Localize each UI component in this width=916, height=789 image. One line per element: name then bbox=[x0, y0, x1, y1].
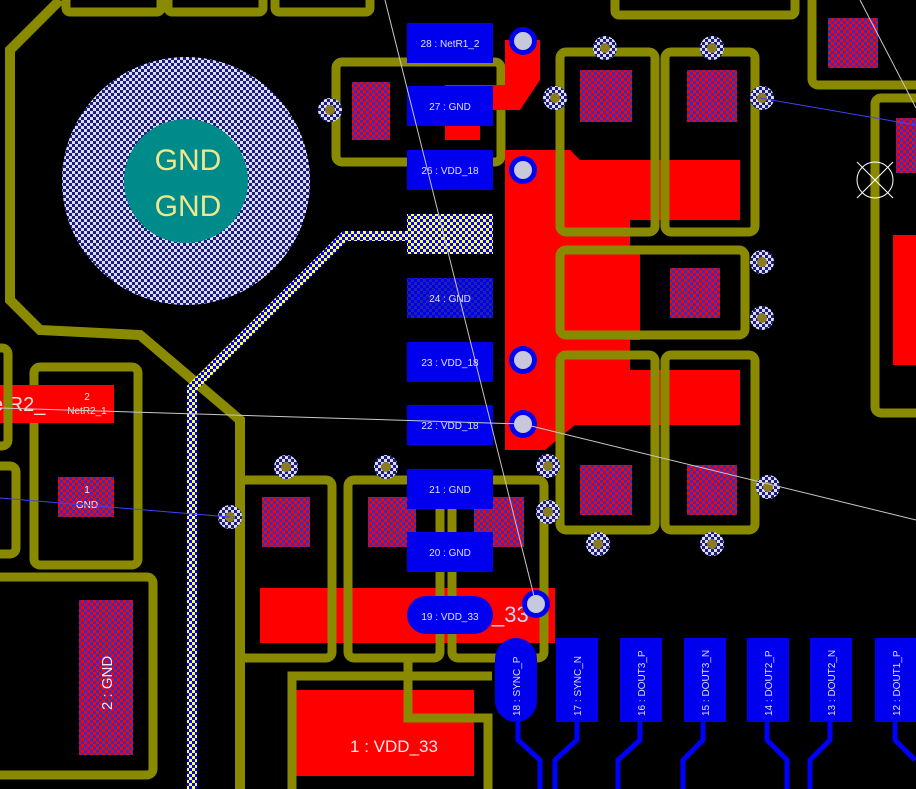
via-drill bbox=[707, 43, 717, 53]
capacitor-pad-label: 2 : GND bbox=[99, 656, 116, 710]
ic-pad-24[interactable] bbox=[407, 278, 493, 318]
ic-pad-25[interactable] bbox=[407, 214, 493, 254]
component-outline bbox=[61, 0, 166, 17]
resistor-pad2-number: 2 bbox=[84, 392, 90, 403]
resistor-outline[interactable] bbox=[29, 362, 143, 570]
ic-pad-17-label: 17 : SYNC_N bbox=[573, 656, 584, 716]
ic-pad-13-label: 13 : DOUT2_N bbox=[827, 650, 838, 716]
resistor-pad-2[interactable] bbox=[0, 385, 114, 423]
ic-pad-26-label: 26 : VDD_18 bbox=[421, 166, 479, 177]
via-drill bbox=[381, 462, 391, 472]
via-drill bbox=[514, 351, 532, 369]
big-pad-vdd33[interactable] bbox=[289, 690, 474, 776]
capacitor-pad[interactable] bbox=[352, 82, 390, 140]
mounting-hole-net-top: GND bbox=[155, 144, 222, 177]
diff-traces bbox=[515, 718, 916, 789]
resistor-pad2-net: NetR2_1 bbox=[67, 406, 107, 417]
via-drill bbox=[543, 461, 553, 471]
ic-pad-22-label: 22 : VDD_18 bbox=[421, 421, 479, 432]
ic-pad-27[interactable] bbox=[407, 86, 493, 126]
via-drill bbox=[593, 539, 603, 549]
via-drill bbox=[543, 507, 553, 517]
capacitor-pad[interactable] bbox=[687, 70, 737, 122]
capacitor-outline[interactable] bbox=[235, 475, 337, 663]
capacitor-pad[interactable] bbox=[580, 465, 632, 515]
ic-pad-14[interactable] bbox=[747, 638, 789, 722]
component-pad[interactable] bbox=[828, 18, 878, 68]
ic-pad-12-label: 12 : DOUT1_P bbox=[892, 650, 903, 716]
ic-pad-18[interactable] bbox=[495, 638, 537, 722]
component-outline bbox=[163, 0, 268, 17]
ic-pad-16[interactable] bbox=[620, 638, 662, 722]
via-drill bbox=[550, 93, 560, 103]
via-drill bbox=[757, 257, 767, 267]
capacitor-pad[interactable] bbox=[670, 268, 720, 318]
component-outline bbox=[0, 461, 21, 559]
ic-pad-17[interactable] bbox=[556, 638, 598, 722]
capacitor-outline[interactable] bbox=[0, 572, 158, 780]
via-drill bbox=[707, 539, 717, 549]
ic-pad-18-label: 18 : SYNC_P bbox=[512, 656, 523, 716]
via-drill bbox=[281, 462, 291, 472]
ic-pad-21-label: 21 : GND bbox=[429, 485, 471, 496]
capacitor-pad[interactable] bbox=[79, 600, 133, 755]
big-pad-label: 1 : VDD_33 bbox=[350, 737, 438, 756]
capacitor-outline[interactable] bbox=[660, 350, 760, 535]
ic-pad-14-label: 14 : DOUT2_P bbox=[764, 650, 775, 716]
component-outline bbox=[610, 0, 800, 20]
component-outline bbox=[0, 343, 13, 451]
ic-pad-12[interactable] bbox=[875, 638, 916, 722]
mounting-hole-drill[interactable] bbox=[124, 119, 248, 243]
capacitor-pad[interactable] bbox=[687, 465, 737, 515]
resistor-pad1-number: 1 bbox=[84, 485, 90, 496]
ic-pad-16-label: 16 : DOUT3_P bbox=[637, 650, 648, 716]
ic-pad-19-label: 19 : VDD_33 bbox=[421, 612, 479, 623]
ic-pad-28-label: 28 : NetR1_2 bbox=[421, 39, 480, 50]
cursor-crosshair-icon bbox=[856, 161, 894, 199]
via-drill bbox=[514, 32, 532, 50]
capacitor-outline[interactable] bbox=[555, 350, 660, 535]
trace-yellow bbox=[187, 231, 408, 789]
ic-pad-23-label: 23 : VDD_18 bbox=[421, 358, 479, 369]
component-outline bbox=[287, 671, 492, 789]
ic-pad-20-label: 20 : GND bbox=[429, 548, 471, 559]
board-outline bbox=[5, 0, 245, 789]
ic-pad-15[interactable] bbox=[684, 638, 726, 722]
ic-pad-13[interactable] bbox=[810, 638, 852, 722]
ic-pad-24-label: 24 : GND bbox=[429, 294, 471, 305]
via-drill bbox=[325, 105, 335, 115]
ic-pad-26[interactable] bbox=[407, 150, 493, 190]
resistor-pad-1[interactable] bbox=[58, 477, 114, 517]
component-outline bbox=[403, 660, 493, 789]
mounting-hole-net-bottom: GND bbox=[155, 190, 222, 223]
via-drill bbox=[757, 313, 767, 323]
capacitor-outline[interactable] bbox=[555, 245, 750, 340]
ic-pad-15-label: 15 : DOUT3_N bbox=[701, 650, 712, 716]
component-outline[interactable] bbox=[870, 93, 916, 418]
capacitor-pad[interactable] bbox=[262, 497, 310, 547]
ic-pad-27-label: 27 : GND bbox=[429, 102, 471, 113]
component-pad[interactable] bbox=[893, 235, 916, 365]
component-outline bbox=[270, 0, 375, 17]
component-pad[interactable] bbox=[896, 118, 916, 173]
capacitor-pad[interactable] bbox=[580, 70, 632, 122]
ic-pad-22[interactable] bbox=[407, 405, 493, 445]
via-drill bbox=[600, 43, 610, 53]
via-drill bbox=[514, 161, 532, 179]
ratsnest-lines bbox=[0, 0, 916, 605]
ic-pad-28[interactable] bbox=[407, 23, 493, 63]
ic-pad-20[interactable] bbox=[407, 532, 493, 572]
ic-pad-21[interactable] bbox=[407, 469, 493, 509]
component-outline[interactable] bbox=[807, 0, 916, 90]
ic-pad-19[interactable] bbox=[407, 596, 493, 634]
